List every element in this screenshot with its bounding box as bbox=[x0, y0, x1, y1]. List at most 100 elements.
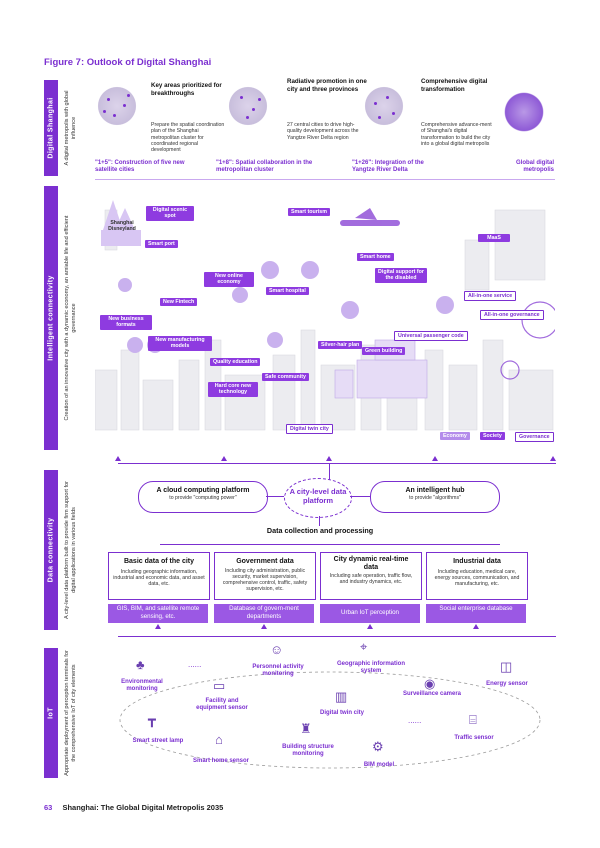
tag-universal-passenger-code: Universal passenger code bbox=[394, 331, 468, 342]
col1-text: Prepare the spatial coordination plan of… bbox=[151, 122, 225, 154]
tag-smart-tourism: Smart tourism bbox=[288, 208, 330, 217]
col2-text: 27 central cities to drive high-quality … bbox=[287, 122, 359, 141]
data-box-industrial: Industrial data Including education, med… bbox=[426, 552, 528, 600]
connector-vertical bbox=[319, 516, 320, 526]
arrow-up-icon bbox=[155, 624, 161, 629]
arrow-up-icon bbox=[261, 624, 267, 629]
label-1-26: "1+26": Integration of the Yangtze River… bbox=[352, 160, 424, 173]
tag-hard-core-new-technology: Hard core new technology bbox=[208, 382, 258, 397]
ellipsis-left: ...... bbox=[188, 660, 202, 669]
data-box-title: Industrial data bbox=[453, 558, 501, 565]
disneyland-label: Shanghai Disneyland bbox=[108, 220, 136, 233]
col3-text: Comprehensive advance-ment of Shanghai's… bbox=[421, 122, 492, 147]
link-left bbox=[266, 496, 284, 497]
page-number: 63 bbox=[44, 803, 53, 812]
data-box-government: Government data Including city administr… bbox=[214, 552, 316, 600]
tag-smart-port: Smart port bbox=[145, 240, 178, 249]
tag-new-manufacturing-models: New manufacturing models bbox=[148, 336, 212, 351]
globe-icon bbox=[500, 88, 548, 136]
label-1-8: "1+8": Spatial collaboration in the metr… bbox=[216, 160, 313, 173]
figure-title: Figure 7: Outlook of Digital Shanghai bbox=[44, 57, 212, 68]
tag-maas: MaaS bbox=[478, 234, 510, 243]
street-lamp-icon: ┳ bbox=[148, 712, 156, 727]
arrow-up-icon bbox=[326, 456, 332, 461]
connector-vertical bbox=[329, 464, 330, 480]
tag-all-in-one-governance: All-in-one governance bbox=[480, 310, 544, 321]
tag-quality-education: Quality education bbox=[210, 358, 261, 367]
data-collection-title: Data collection and processing bbox=[266, 526, 374, 535]
footer: 63 Shanghai: The Global Digital Metropol… bbox=[44, 803, 223, 812]
data-platform-title: A city-level data platform bbox=[289, 487, 347, 505]
home-icon: ⌂ bbox=[215, 732, 223, 747]
arrow-up-icon bbox=[221, 456, 227, 461]
section-band-digital-shanghai: Digital Shanghai bbox=[44, 80, 58, 176]
section-desc-iot: Appropriate deployment of perception ter… bbox=[64, 650, 77, 776]
data-box-title: Basic data of the city bbox=[123, 558, 195, 565]
iot-facility-sensor: Facility and equipment sensor bbox=[196, 698, 248, 711]
label-1-5: "1+5": Construction of five new satellit… bbox=[95, 160, 185, 173]
divider bbox=[95, 179, 555, 180]
iot-energy-sensor: Energy sensor bbox=[486, 681, 528, 687]
source-social-db: Social enterprise database bbox=[426, 604, 526, 623]
data-box-title: Government data bbox=[236, 558, 294, 565]
tag-new-online-economy: New online economy bbox=[204, 272, 254, 287]
section-band-iot: IoT bbox=[44, 648, 58, 778]
tag-safe-community: Safe community bbox=[262, 373, 309, 382]
link-right bbox=[350, 496, 370, 497]
source-gis: GIS, BIM, and satellite remote sensing, … bbox=[108, 604, 208, 623]
map-yangtze-delta bbox=[362, 84, 406, 128]
iot-bim-model: BIM model bbox=[363, 762, 395, 768]
iot-geographic-information: Geographic information system bbox=[336, 661, 405, 674]
router-icon: ⌸ bbox=[469, 712, 477, 727]
ellipsis-right: ...... bbox=[408, 716, 422, 725]
col2-heading: Radiative promotion in one city and thre… bbox=[287, 78, 367, 93]
camera-icon: ◉ bbox=[424, 676, 436, 691]
iot-digital-twin-city: Digital twin city bbox=[319, 710, 364, 716]
arrow-up-icon bbox=[550, 456, 556, 461]
cloud-platform-title: A cloud computing platform bbox=[156, 487, 250, 494]
intelligent-hub-sub: to provide "algorithms" bbox=[409, 494, 461, 501]
connector-line-top bbox=[118, 463, 556, 464]
tag-digital-support-disabled: Digital support for the disabled bbox=[375, 268, 427, 283]
label-global: Global digital metropolis bbox=[515, 160, 554, 173]
data-box-realtime: City dynamic real-time data Including sa… bbox=[320, 552, 422, 600]
people-icon: ☺ bbox=[270, 642, 284, 657]
tower-icon: ♜ bbox=[300, 721, 312, 736]
col1-heading: Key areas prioritized for breakthroughs bbox=[151, 82, 222, 97]
intelligent-hub-title: An intelligent hub bbox=[405, 487, 465, 494]
map-metropolitan-cluster bbox=[226, 84, 270, 128]
section-band-intelligent: Intelligent connectivity bbox=[44, 186, 58, 450]
tag-all-in-one-service: All-in-one service bbox=[464, 291, 517, 302]
tag-smart-home: Smart home bbox=[357, 253, 394, 262]
cloud-platform-sub: to provide "computing power" bbox=[169, 494, 237, 501]
cube-icon: ◫ bbox=[500, 659, 513, 674]
building-icon: ▥ bbox=[335, 689, 348, 704]
section-desc-digital-shanghai: A digital metropolis with global influen… bbox=[64, 90, 77, 166]
data-box-basic: Basic data of the city Including geograp… bbox=[108, 552, 210, 600]
tag-new-business-formats: New business formats bbox=[100, 315, 152, 330]
tag-economy: Economy bbox=[440, 432, 470, 441]
iot-traffic-sensor: Traffic sensor bbox=[454, 735, 494, 741]
source-gov-db: Database of govern-ment departments bbox=[214, 604, 314, 623]
gear-icon: ⚙ bbox=[372, 739, 384, 754]
data-box-title: City dynamic real-time data bbox=[333, 556, 409, 571]
iot-building-structure: Building structure monitoring bbox=[282, 744, 334, 757]
monitor-icon: ▭ bbox=[213, 678, 226, 693]
arrow-up-icon bbox=[115, 456, 121, 461]
iot-smart-home-sensor: Smart home sensor bbox=[192, 758, 250, 764]
section-band-data: Data connectivity bbox=[44, 470, 58, 630]
tag-smart-hospital: Smart hospital bbox=[266, 287, 309, 296]
data-box-text: Including education, medical care, energ… bbox=[434, 568, 520, 588]
data-platform-ring: A city-level data platform bbox=[284, 478, 352, 518]
col3-heading: Comprehensive digital transformation bbox=[421, 78, 488, 93]
tag-digital-scenic-spot: Digital scenic spot bbox=[146, 206, 194, 221]
source-urban-iot: Urban IoT perception bbox=[320, 604, 420, 623]
data-box-text: Including safe operation, traffic flow, … bbox=[329, 573, 413, 586]
intelligent-hub-box: An intelligent hub to provide "algorithm… bbox=[370, 481, 500, 513]
iot-network-ellipse bbox=[119, 671, 541, 769]
arrow-up-icon bbox=[432, 456, 438, 461]
location-pin-icon: ⌖ bbox=[360, 639, 368, 654]
data-box-text: Including geographic information, indust… bbox=[113, 568, 205, 588]
footer-title: Shanghai: The Global Digital Metropolis … bbox=[62, 803, 224, 812]
arrow-up-icon bbox=[367, 624, 373, 629]
